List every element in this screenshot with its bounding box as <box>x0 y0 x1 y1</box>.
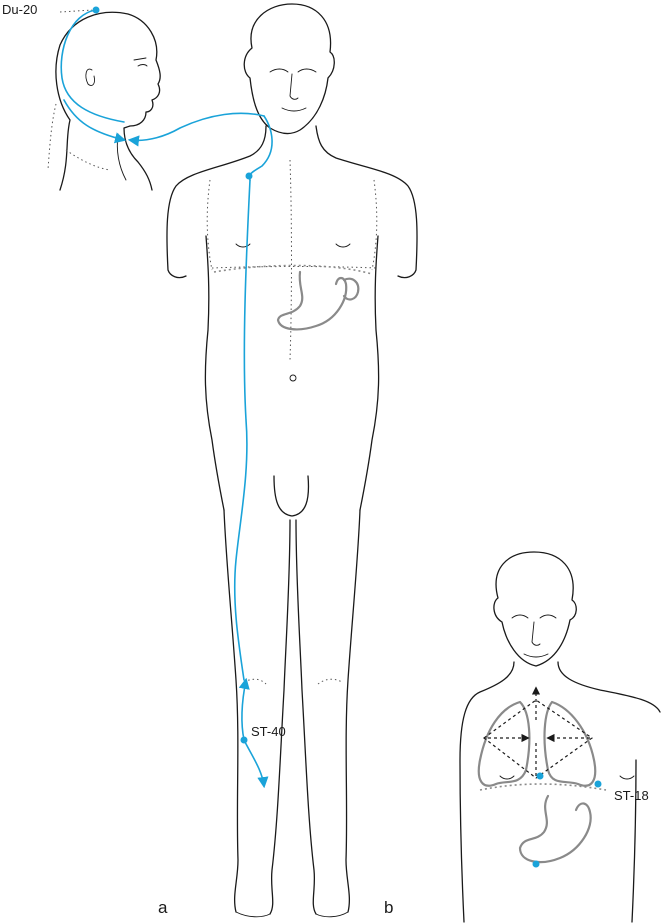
panel-label-a: a <box>158 898 167 918</box>
label-du20: Du-20 <box>2 2 37 17</box>
torso-figure-icon <box>460 552 660 922</box>
meridian-line <box>61 10 272 786</box>
body-figure-icon <box>167 4 417 917</box>
panel-label-b: b <box>384 898 393 918</box>
acupoint-chest-dot <box>537 773 544 780</box>
lung-right-icon <box>545 702 596 786</box>
label-st18: ST-18 <box>614 788 649 803</box>
torso-stomach-icon <box>520 796 591 862</box>
label-st40: ST-40 <box>251 724 286 739</box>
qi-flow-arrows <box>484 688 592 778</box>
acupoint-neck-dot <box>246 173 253 180</box>
stomach-icon <box>278 272 346 329</box>
acupoint-st18-dot <box>595 781 602 788</box>
acupoint-stomach-dot <box>533 861 540 868</box>
acupoint-st40-dot <box>241 737 248 744</box>
lung-left-icon <box>479 702 530 786</box>
acupoint-du20-dot <box>93 7 100 14</box>
